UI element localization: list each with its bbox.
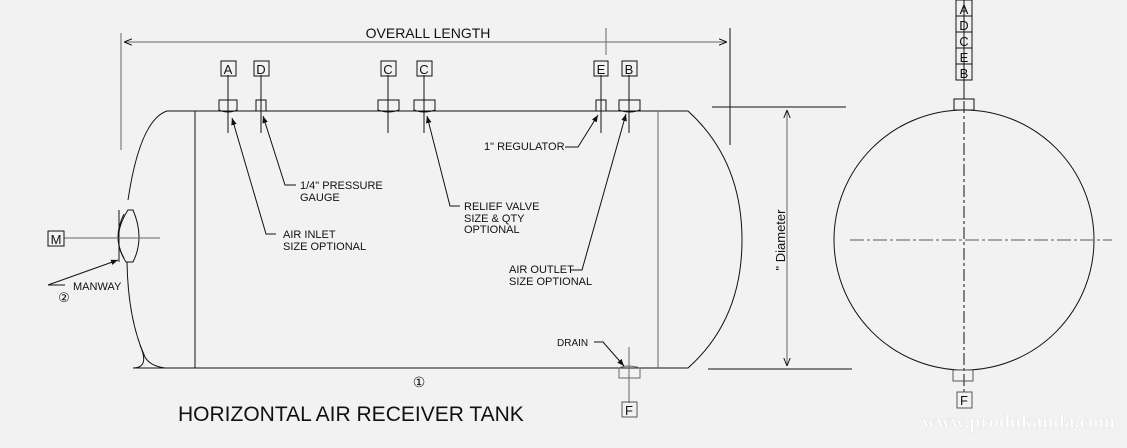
end-tag-a: A: [960, 2, 969, 17]
overall-length-label: OVERALL LENGTH: [366, 25, 491, 41]
nozzle-tag-b: B: [625, 62, 634, 77]
air-outlet-label-1: AIR OUTLET: [509, 264, 574, 276]
nozzle-tag-a: A: [224, 62, 233, 77]
callouts: AIR INLET SIZE OPTIONAL 1/4" PRESSURE GA…: [231, 113, 627, 288]
top-nozzles: A D C C E B: [218, 60, 641, 133]
air-inlet-label-1: AIR INLET: [283, 229, 336, 241]
drain-tag-f: F: [625, 403, 633, 418]
manway: M MANWAY ②: [47, 209, 160, 305]
pressure-gauge-label-1: 1/4" PRESSURE: [300, 180, 383, 192]
overall-length-dimension: OVERALL LENGTH: [120, 25, 731, 150]
pressure-gauge-label-2: GAUGE: [300, 192, 340, 204]
nozzle-tag-c1: C: [383, 62, 392, 77]
end-tag-b: B: [960, 66, 969, 81]
relief-valve-label-1: RELIEF VALVE: [464, 201, 539, 213]
end-view-tag-stack: A D C E B: [955, 0, 973, 81]
diameter-label: " Diameter: [773, 209, 788, 271]
end-tag-e: E: [960, 50, 969, 65]
tank-side-view: ①: [126, 110, 743, 390]
drain-nozzle: F DRAIN: [557, 338, 641, 418]
air-inlet-label-2: SIZE OPTIONAL: [283, 241, 366, 253]
relief-valve-label-3: OPTIONAL: [464, 224, 520, 236]
manway-tag-box: [47, 230, 65, 247]
manway-label: MANWAY: [73, 281, 122, 293]
diameter-dimension: " Diameter: [708, 106, 852, 370]
regulator-label: 1" REGULATOR: [484, 141, 565, 153]
air-outlet-label-2: SIZE OPTIONAL: [509, 276, 592, 288]
drain-label: DRAIN: [557, 338, 588, 349]
manway-tag: M: [51, 232, 62, 247]
item-number-manway: ②: [58, 290, 70, 305]
watermark: www.produkanda.com: [922, 411, 1115, 433]
nozzle-tag-e: E: [597, 62, 606, 77]
end-view-tag-f: F: [960, 393, 968, 408]
nozzle-tag-c2: C: [419, 62, 428, 77]
relief-valve-label-2: SIZE & QTY: [464, 213, 525, 225]
item-number-shell: ①: [413, 374, 426, 390]
end-tag-c: C: [959, 34, 968, 49]
end-tag-d: D: [959, 18, 968, 33]
nozzle-tag-d: D: [256, 62, 265, 77]
drawing-title: HORIZONTAL AIR RECEIVER TANK: [178, 403, 524, 426]
tank-end-view: A D C E B F: [833, 0, 1112, 409]
